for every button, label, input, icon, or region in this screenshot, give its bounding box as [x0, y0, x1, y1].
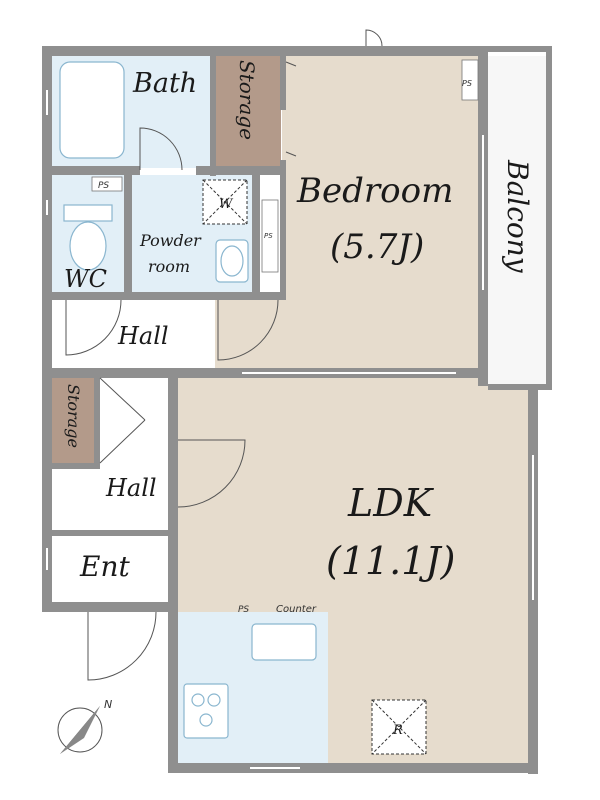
labels: Bath Storage Bedroom (5.7J) Balcony Powd… — [64, 60, 534, 738]
fridge-label: R — [392, 723, 403, 738]
ps-boxes — [91, 59, 479, 273]
ps-label-2: PS — [462, 79, 472, 88]
bedroom-floor — [282, 56, 480, 368]
bathtub-icon — [59, 61, 125, 159]
stove-icon — [183, 683, 229, 739]
counter-label: Counter — [276, 604, 317, 615]
balcony-label: Balcony — [501, 159, 534, 274]
ldk-size-label: (11.1J) — [326, 539, 456, 583]
balcony-floor — [488, 56, 546, 386]
hall-lower-label: Hall — [105, 474, 157, 502]
ps-label-4: PS — [238, 605, 249, 615]
compass-north-label: N — [104, 698, 112, 711]
hall-upper-label: Hall — [117, 322, 169, 350]
bedroom-label: Bedroom — [296, 171, 453, 211]
ps-label-3: PS — [264, 232, 273, 240]
kitchen-sink-icon — [251, 623, 317, 661]
compass — [57, 706, 103, 754]
powder-room-label-1: Powder — [139, 231, 202, 250]
powder-room-label-2: room — [148, 257, 190, 276]
bedroom-size-label: (5.7J) — [330, 227, 424, 267]
washer-label: W — [219, 197, 234, 212]
windows — [46, 90, 534, 769]
toilet-bowl-icon — [69, 221, 107, 271]
entrance-label: Ent — [79, 550, 130, 583]
ldk-label: LDK — [347, 481, 435, 525]
storage-top-floor — [215, 56, 281, 168]
ps-label-1: PS — [98, 181, 109, 191]
bedroom-floor-ext — [215, 300, 285, 368]
appliance-boxes — [202, 179, 427, 755]
fixtures — [59, 61, 317, 739]
wc-label: WC — [64, 265, 107, 293]
doors — [65, 29, 383, 681]
storage-left-label: Storage — [64, 384, 83, 448]
storage-left-floor — [52, 378, 94, 463]
bath-label: Bath — [132, 68, 197, 99]
toilet-tank-icon — [63, 204, 113, 222]
storage-top-label: Storage — [235, 60, 259, 140]
